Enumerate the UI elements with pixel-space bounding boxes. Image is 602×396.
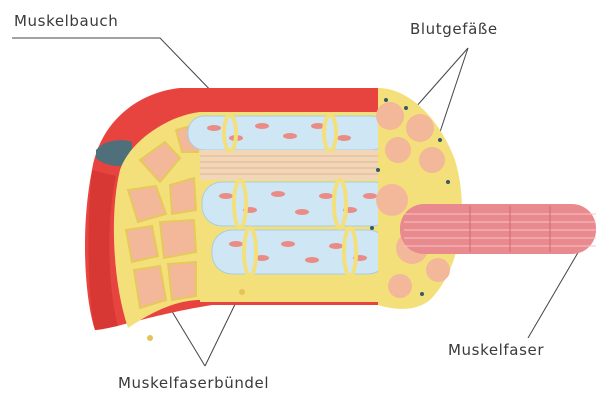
muscle-fiber [400, 204, 596, 254]
leader-line-blutgefaesse-2 [440, 48, 468, 132]
right-end-disc [370, 88, 462, 309]
fascicle-bundle-top [188, 116, 388, 150]
striated-band [200, 150, 390, 180]
label-muskelfaser: Muskelfaser [448, 341, 544, 359]
label-muskelbauch: Muskelbauch [14, 12, 118, 30]
label-blutgefaesse: Blutgefäße [410, 20, 498, 38]
label-muskelfaserbuendel: Muskelfaserbündel [118, 374, 269, 392]
fascicle-bundle-lower [212, 230, 388, 274]
fascicle-bundle-middle [202, 182, 392, 226]
leader-line-blutgefaesse-1 [415, 48, 468, 108]
